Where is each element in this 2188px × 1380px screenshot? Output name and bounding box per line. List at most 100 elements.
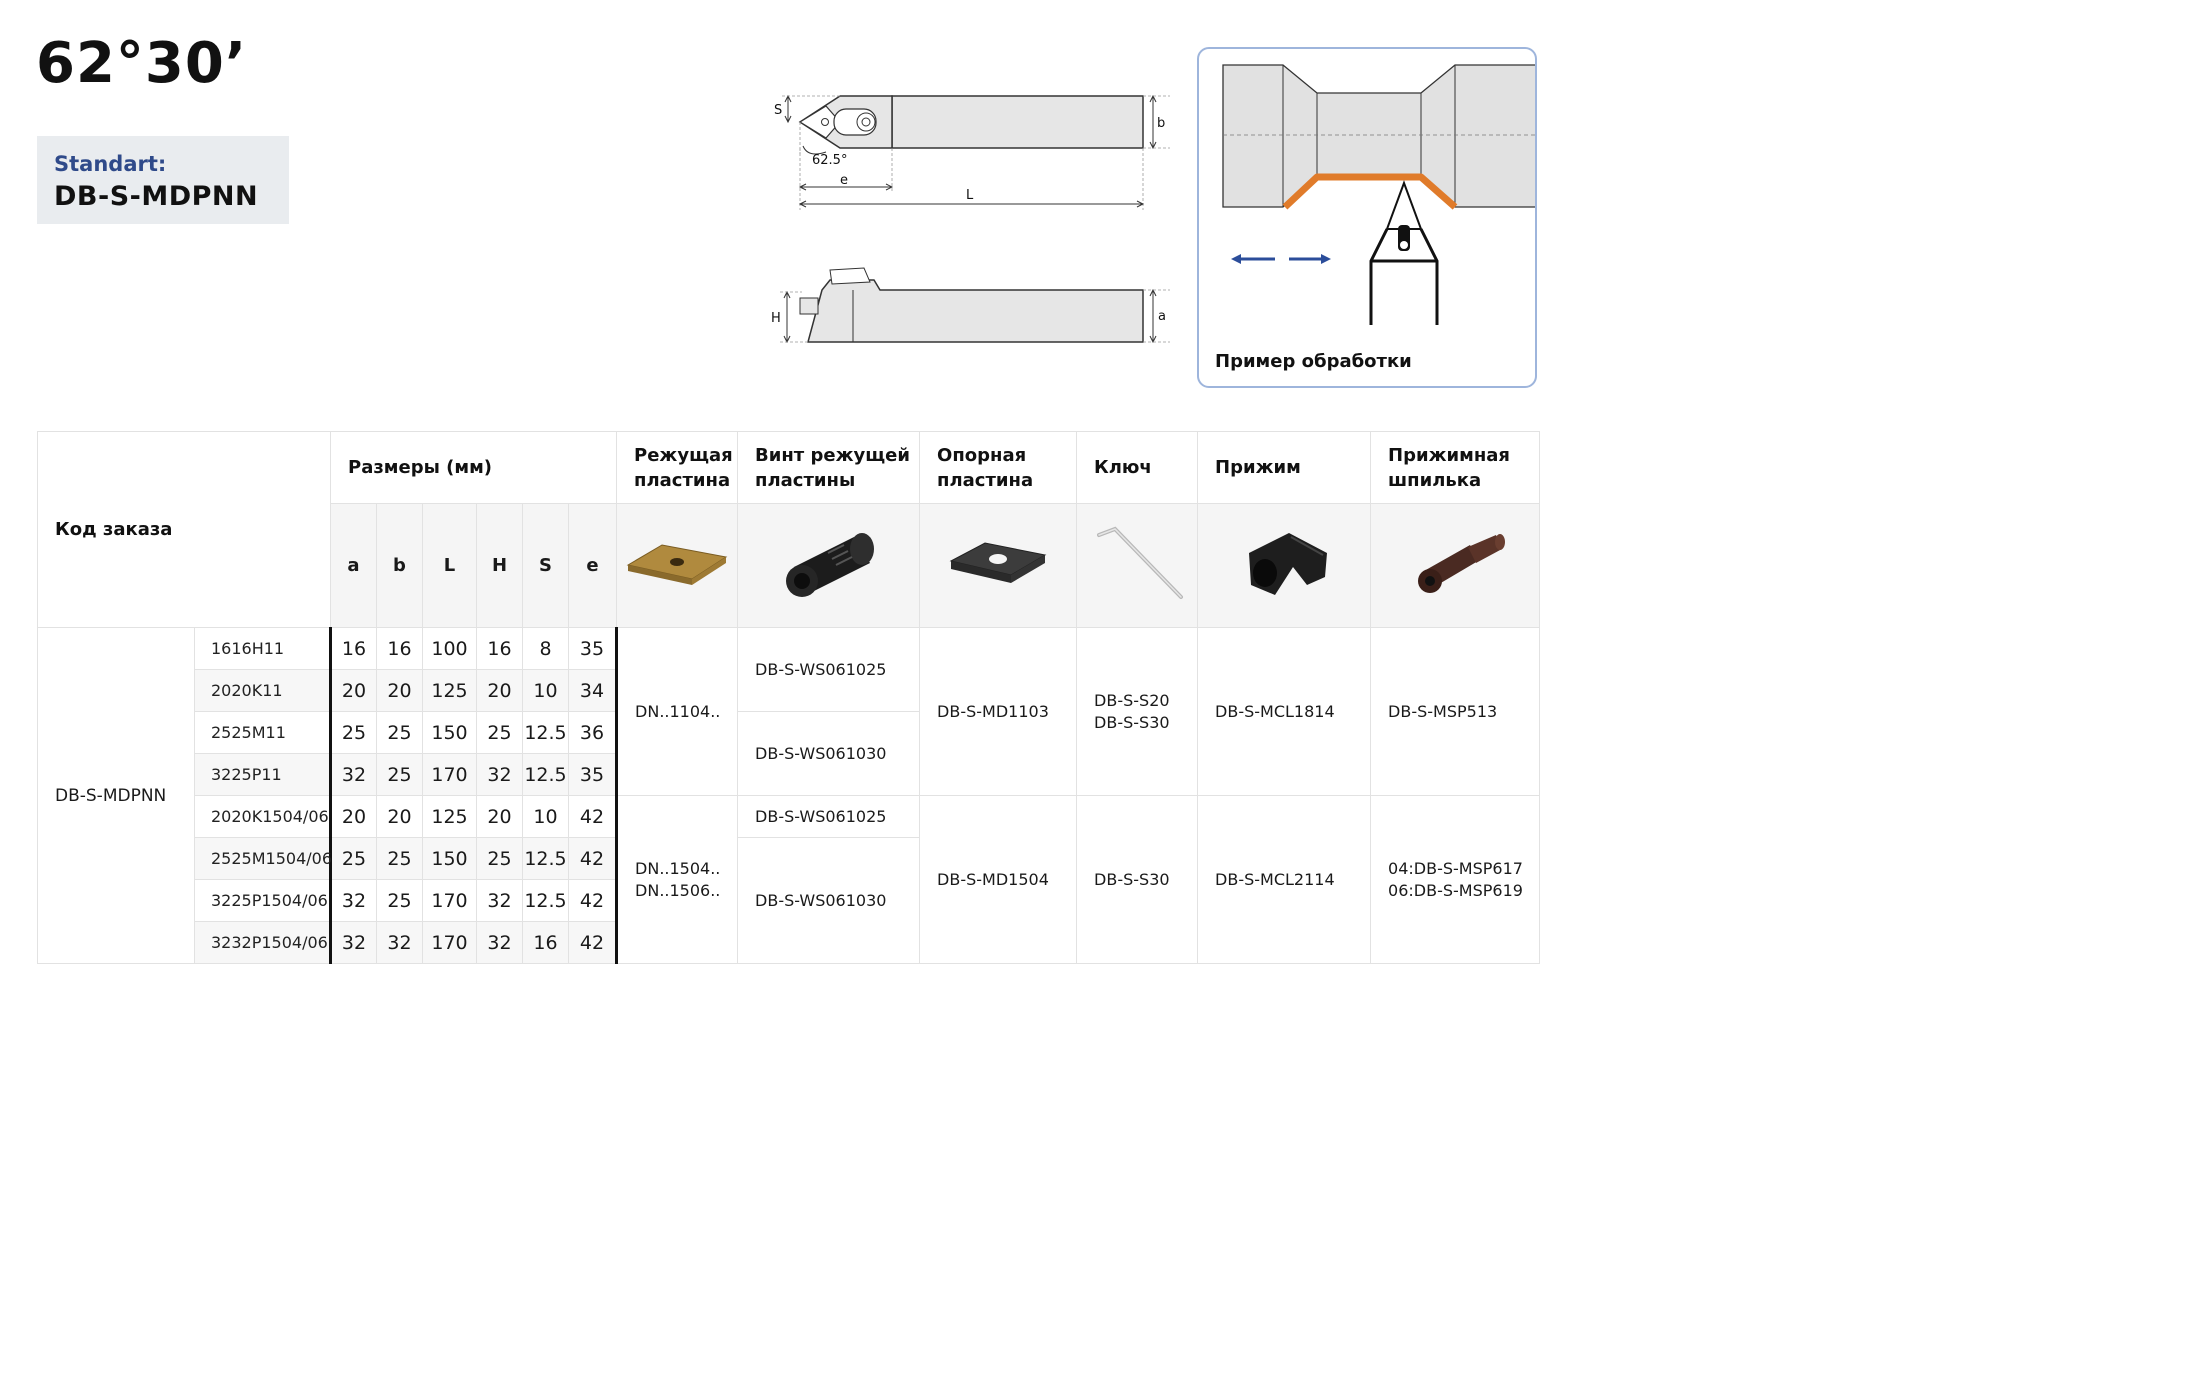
- spec-table: Код заказа Размеры (мм) Режущая пластина…: [37, 431, 1541, 964]
- cell-b: 20: [376, 669, 423, 712]
- group1-screw-2: DB-S-WS061030: [737, 711, 921, 796]
- cell-H: 25: [476, 711, 523, 754]
- screw-icon: [785, 533, 874, 597]
- standard-value: DB-S-MDPNN: [54, 181, 259, 212]
- shim-icon: [949, 542, 1047, 583]
- clamp-pin-image: [1370, 503, 1541, 628]
- cell-S: 16: [522, 921, 569, 964]
- cell-H: 20: [476, 795, 523, 838]
- cell-e: 36: [567, 711, 619, 754]
- clamp-image: [1197, 503, 1372, 628]
- dim-col-e: e: [567, 503, 618, 628]
- order-code-base: DB-S-MDPNN: [37, 627, 195, 964]
- clamp-icon: [1249, 533, 1328, 595]
- table-row: 2525M11 25 25 150 25 12.5 36 DB-S-WS0610…: [38, 711, 1540, 796]
- cell-L: 150: [422, 837, 477, 880]
- cell-b: 25: [376, 837, 423, 880]
- row-code: 2020K1504/06: [194, 795, 331, 838]
- cell-S: 10: [522, 669, 569, 712]
- group1-key-1: DB-S-S20: [1094, 690, 1170, 710]
- dim-col-S: S: [522, 503, 569, 628]
- machining-example-caption: Пример обработки: [1215, 351, 1412, 372]
- cell-e: 35: [567, 753, 619, 796]
- cell-b: 20: [376, 795, 423, 838]
- cell-L: 170: [422, 879, 477, 922]
- cell-a: 20: [329, 795, 377, 838]
- group1-screw-1: DB-S-WS061025: [737, 627, 921, 712]
- cell-b: 25: [376, 879, 423, 922]
- header-order-code: Код заказа: [37, 431, 331, 628]
- header-shim: Опорная пластина: [919, 431, 1078, 504]
- dim-label-a: a: [1158, 309, 1166, 324]
- cell-b: 25: [376, 711, 423, 754]
- group1-key: DB-S-S20 DB-S-S30: [1076, 627, 1199, 796]
- group1-key-2: DB-S-S30: [1094, 712, 1170, 732]
- dim-label-e: e: [840, 173, 848, 188]
- group1-clamp: DB-S-MCL1814: [1197, 627, 1372, 796]
- machining-example-illustration: [1222, 64, 1535, 325]
- tool-side-view-drawing: H a: [771, 267, 1170, 344]
- cell-S: 12.5: [522, 711, 569, 754]
- row-code: 2525M1504/06: [194, 837, 332, 880]
- group2-shim: DB-S-MD1504: [919, 795, 1078, 964]
- key-image: [1076, 503, 1199, 628]
- cell-S: 8: [522, 627, 569, 670]
- group2-screw-1: DB-S-WS061025: [737, 795, 921, 838]
- header-key: Ключ: [1076, 431, 1199, 504]
- pin-icon: [1418, 534, 1506, 593]
- cell-a: 25: [329, 711, 377, 754]
- cell-a: 20: [329, 669, 377, 712]
- table-row: 2020K1504/06 20 20 125 20 10 42 DN..1504…: [38, 795, 1541, 964]
- group2-key: DB-S-S30: [1076, 795, 1199, 964]
- dim-label-b: b: [1157, 116, 1165, 131]
- row-code: 2525M11: [194, 711, 331, 754]
- cell-e: 42: [567, 879, 619, 922]
- cell-L: 150: [422, 711, 477, 754]
- group2-pin-1: 04:DB-S-MSP617: [1388, 858, 1523, 878]
- standard-box: Standart: DB-S-MDPNN: [37, 136, 289, 224]
- cell-H: 25: [476, 837, 523, 880]
- dim-col-L: L: [422, 503, 477, 628]
- dim-label-L: L: [966, 188, 974, 203]
- cell-e: 42: [567, 921, 619, 964]
- page-title: 62°30’: [36, 31, 248, 96]
- standard-label: Standart:: [54, 152, 167, 176]
- cell-L: 100: [422, 627, 477, 670]
- cell-L: 170: [422, 921, 477, 964]
- cell-H: 32: [476, 753, 523, 796]
- cell-L: 170: [422, 753, 477, 796]
- cell-a: 16: [329, 627, 377, 670]
- cell-S: 12.5: [522, 753, 569, 796]
- cell-L: 125: [422, 795, 477, 838]
- dim-label-angle: 62.5°: [812, 153, 847, 168]
- group1-pin: DB-S-MSP513: [1370, 627, 1541, 796]
- dim-col-H: H: [476, 503, 523, 628]
- header-clamp-pin: Прижимная шпилька: [1370, 431, 1541, 504]
- group2-screw-2: DB-S-WS061030: [737, 837, 921, 964]
- cell-b: 25: [376, 753, 423, 796]
- header-insert: Режущая пластина: [616, 431, 739, 504]
- header-clamp: Прижим: [1197, 431, 1372, 504]
- cell-a: 32: [329, 753, 377, 796]
- row-code: 3225P1504/06: [194, 879, 331, 922]
- group2-insert: DN..1504.. DN..1506..: [616, 795, 739, 964]
- spec-table-wrapper: Код заказа Размеры (мм) Режущая пластина…: [37, 431, 1541, 966]
- cell-H: 32: [476, 921, 523, 964]
- cell-b: 32: [376, 921, 423, 964]
- row-code: 2020K11: [194, 669, 331, 712]
- cell-S: 12.5: [522, 837, 569, 880]
- cell-e: 35: [567, 627, 619, 670]
- row-code: 3232P1504/06: [194, 921, 331, 964]
- cell-H: 32: [476, 879, 523, 922]
- cell-a: 25: [329, 837, 377, 880]
- hex-key-icon: [1097, 526, 1184, 599]
- insert-screw-image: [737, 503, 921, 628]
- group2-pin-2: 06:DB-S-MSP619: [1388, 880, 1523, 900]
- insert-icon: [626, 544, 728, 585]
- dim-col-a: a: [330, 503, 377, 628]
- cell-H: 20: [476, 669, 523, 712]
- header-dimensions: Размеры (мм): [329, 431, 618, 504]
- group2-insert-1: DN..1504..: [635, 858, 721, 878]
- group1-insert: DN..1104..: [616, 627, 739, 796]
- cell-a: 32: [329, 921, 377, 964]
